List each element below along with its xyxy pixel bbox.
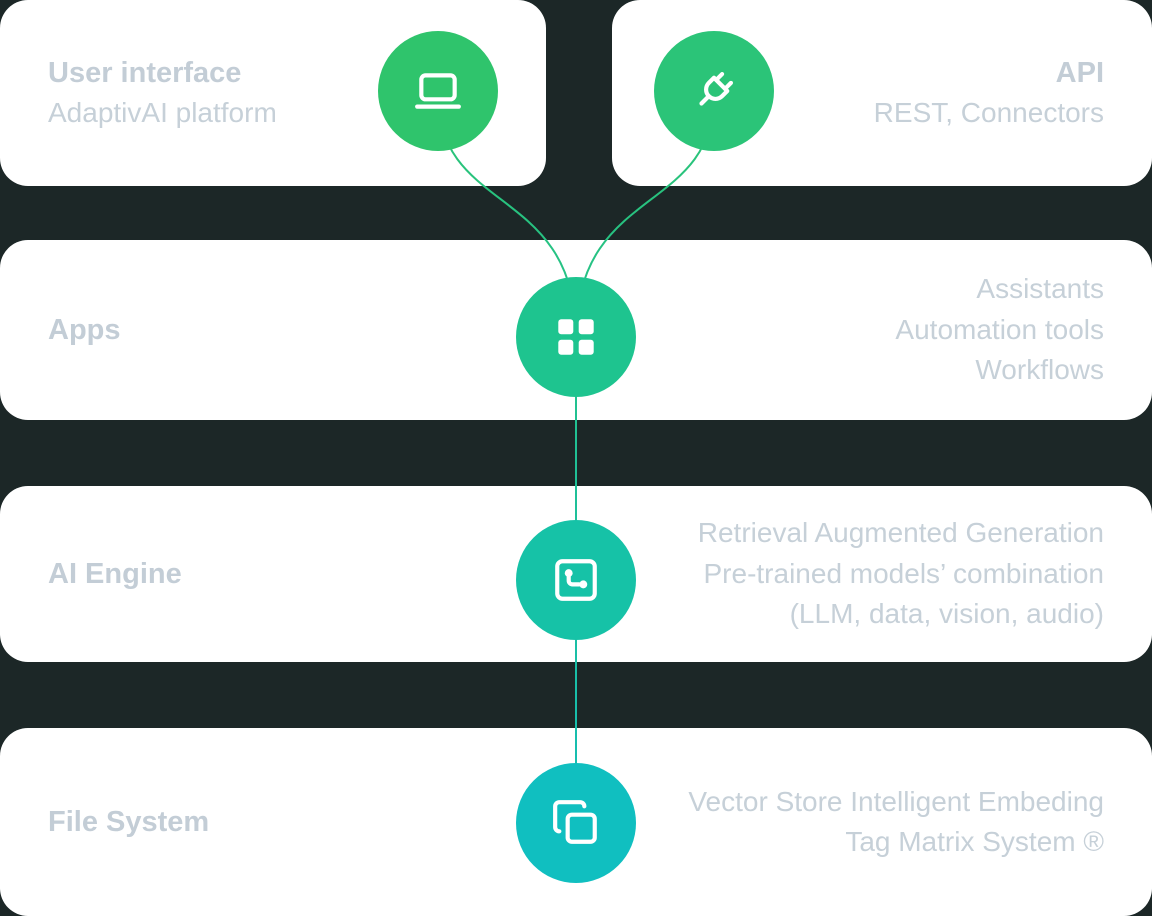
node-ai-engine: [516, 520, 636, 640]
detail-line: Retrieval Augmented Generation: [697, 517, 1104, 549]
files-icon: [553, 800, 597, 844]
node-apps: [516, 277, 636, 397]
card-ai-engine-details: Retrieval Augmented Generation Pre-train…: [698, 513, 1104, 635]
plug-icon: [699, 71, 734, 106]
detail-line: Pre-trained models’ combination: [703, 557, 1105, 589]
node-file-system: [516, 763, 636, 883]
card-api-text: API REST, Connectors: [874, 53, 1104, 133]
card-subtitle: AdaptivAI platform: [48, 97, 277, 128]
laptop-icon: [415, 73, 461, 109]
detail-line: Workflows: [975, 354, 1104, 386]
card-title: File System: [48, 806, 210, 838]
detail-line: (LLM, data, vision, audio): [789, 598, 1104, 630]
card-user-interface-text: User interface AdaptivAI platform: [48, 53, 277, 133]
card-subtitle: REST, Connectors: [873, 97, 1104, 128]
node-api: [654, 31, 774, 151]
detail-line: Automation tools: [895, 313, 1104, 345]
detail-line: Assistants: [976, 273, 1104, 305]
card-file-system-details: Vector Store Intelligent Embeding Tag Ma…: [688, 782, 1104, 863]
apps-grid-icon: [558, 319, 594, 355]
node-user-interface: [378, 31, 498, 151]
card-title: User interface: [48, 57, 242, 89]
card-title: API: [1055, 57, 1104, 89]
card-title: AI Engine: [48, 558, 182, 590]
card-title: Apps: [48, 314, 121, 346]
circuit-icon: [555, 559, 597, 601]
detail-line: Vector Store Intelligent Embeding: [688, 785, 1104, 817]
detail-line: Tag Matrix System ®: [845, 826, 1104, 857]
card-apps-details: Assistants Automation tools Workflows: [895, 269, 1104, 391]
